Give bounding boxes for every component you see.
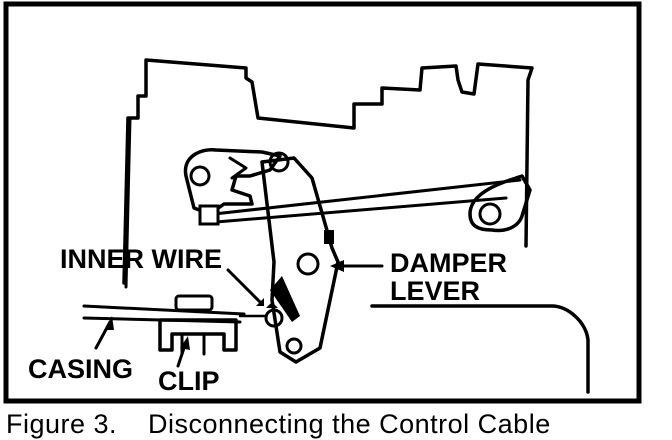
cable-casing-top — [82, 304, 246, 316]
link-plate-slot — [228, 156, 248, 180]
lower-body — [370, 304, 590, 394]
label-clip: CLIP — [158, 366, 220, 396]
leader-lines — [94, 260, 384, 368]
damper-lever — [260, 156, 340, 364]
lever-bottom-hole — [285, 337, 303, 355]
label-damper: DAMPER — [390, 248, 507, 278]
lever-stop — [270, 276, 300, 322]
rod-end-fitting — [198, 204, 220, 226]
lever-pivot — [268, 151, 290, 173]
link-plate — [183, 147, 282, 216]
caption-text: Disconnecting the Control Cable — [148, 409, 551, 439]
wire-connector — [264, 308, 284, 328]
link-plate-hole — [189, 165, 211, 187]
cable-clip — [158, 318, 238, 352]
lever-center-hole — [296, 252, 320, 276]
bracket-hole — [478, 202, 502, 226]
control-rod-bottom — [214, 196, 508, 224]
label-inner-wire: INNER WIRE — [60, 244, 222, 274]
housing-left-edge — [124, 116, 132, 289]
label-lever: LEVER — [390, 276, 480, 306]
lever-tab — [324, 230, 334, 244]
control-rod-top — [212, 178, 522, 216]
label-casing: CASING — [28, 354, 133, 384]
rod-bracket — [468, 174, 532, 233]
caption-number: Figure 3. — [6, 409, 117, 439]
housing-outline — [122, 58, 534, 285]
wire-connector-nub — [266, 302, 278, 308]
cable-ferrule — [174, 294, 214, 312]
